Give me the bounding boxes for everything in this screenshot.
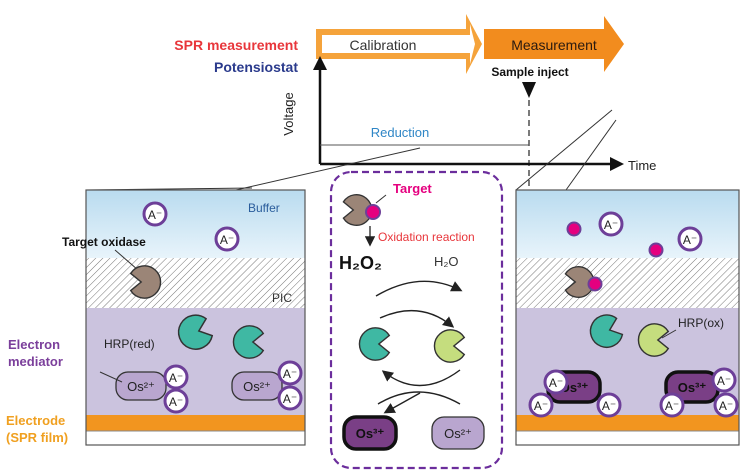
anion-r3: A⁻ bbox=[543, 369, 569, 395]
left-os2-2-label: Os²⁺ bbox=[243, 379, 271, 394]
measurement-label: Measurement bbox=[511, 37, 597, 53]
left-pic-label: PIC bbox=[272, 291, 292, 305]
left-anions: A⁻ A⁻ A⁻ A⁻ A⁻ A⁻ bbox=[142, 201, 303, 414]
anion-label: A⁻ bbox=[719, 399, 733, 413]
left-buffer-layer bbox=[86, 190, 305, 258]
electron-mediator-label-line1: Electron bbox=[8, 337, 60, 352]
right-anions: A⁻ A⁻ A⁻ A⁻ A⁻ A⁻ A⁻ A⁻ bbox=[528, 211, 739, 418]
anion-label: A⁻ bbox=[604, 218, 618, 232]
left-substrate-layer bbox=[85, 430, 306, 446]
anion-label: A⁻ bbox=[534, 399, 548, 413]
anion-label: A⁻ bbox=[283, 392, 297, 406]
anion-label: A⁻ bbox=[665, 399, 679, 413]
h2o-label: H₂O bbox=[434, 254, 459, 269]
left-os2-2: Os²⁺ bbox=[231, 371, 283, 401]
anion-r7: A⁻ bbox=[711, 367, 737, 393]
measurement-arrow: Measurement bbox=[484, 16, 624, 72]
electrode-label-line1: Electrode bbox=[6, 413, 65, 428]
anion-r8: A⁻ bbox=[713, 392, 739, 418]
center-panel: Target Oxidation reaction H₂O₂ H₂O Os³⁺ … bbox=[329, 170, 504, 470]
anion-r6: A⁻ bbox=[659, 392, 685, 418]
center-target-molecule bbox=[365, 204, 381, 220]
time-axis-arrowhead bbox=[610, 157, 624, 171]
anion-l2: A⁻ bbox=[214, 226, 240, 252]
timeline: SPR measurement Potensiostat Calibration… bbox=[174, 14, 656, 190]
anion-label: A⁻ bbox=[717, 374, 731, 388]
hrp-red-to-ox-arrow bbox=[379, 309, 455, 328]
anion-r5: A⁻ bbox=[596, 392, 622, 418]
h2o2-label: H₂O₂ bbox=[339, 253, 382, 273]
bound-target-molecule bbox=[587, 276, 603, 292]
center-os2-label: Os²⁺ bbox=[444, 426, 472, 441]
right-os3-2-label: Os³⁺ bbox=[678, 380, 707, 395]
reduction-label: Reduction bbox=[371, 125, 430, 140]
center-os3: Os³⁺ bbox=[342, 415, 398, 451]
right-pic-layer bbox=[516, 258, 739, 308]
anion-label: A⁻ bbox=[283, 367, 297, 381]
electrode-label-line2: (SPR film) bbox=[6, 430, 68, 445]
left-electrode-layer bbox=[86, 415, 305, 431]
anion-r4: A⁻ bbox=[528, 392, 554, 418]
spr-measurement-label: SPR measurement bbox=[174, 37, 298, 53]
target-molecule-2 bbox=[648, 242, 664, 258]
left-buffer-label: Buffer bbox=[248, 201, 280, 215]
anion-r1: A⁻ bbox=[598, 211, 624, 237]
center-os3-label: Os³⁺ bbox=[356, 426, 385, 441]
anion-label: A⁻ bbox=[169, 395, 183, 409]
anion-label: A⁻ bbox=[549, 376, 563, 390]
os2-to-os3-arrow bbox=[383, 392, 421, 414]
anion-l5: A⁻ bbox=[277, 360, 303, 386]
left-panel: Buffer PIC Target oxidase HRP(red) Os²⁺ … bbox=[62, 189, 306, 446]
potensiostat-label: Potensiostat bbox=[214, 59, 298, 75]
left-os2-1-label: Os²⁺ bbox=[127, 379, 155, 394]
anion-l3: A⁻ bbox=[163, 364, 189, 390]
center-hrp-ox-enzyme bbox=[433, 329, 466, 363]
center-os2: Os²⁺ bbox=[431, 416, 485, 450]
anion-label: A⁻ bbox=[169, 371, 183, 385]
left-pic-layer bbox=[86, 258, 305, 308]
time-axis-label: Time bbox=[628, 158, 656, 173]
zoom-lines bbox=[85, 109, 617, 191]
center-target-label: Target bbox=[393, 181, 432, 196]
calibration-arrow: Calibration bbox=[316, 14, 482, 74]
hrp-red-label: HRP(red) bbox=[104, 337, 155, 351]
center-dashed-frame bbox=[329, 170, 504, 470]
target-molecule-1 bbox=[566, 221, 582, 237]
sample-inject-marker bbox=[522, 82, 536, 98]
left-os2-1: Os²⁺ bbox=[115, 371, 167, 401]
calibration-label: Calibration bbox=[350, 37, 417, 53]
center-hrp-red-enzyme bbox=[358, 327, 391, 361]
anion-l6: A⁻ bbox=[277, 385, 303, 411]
target-oxidase-label: Target oxidase bbox=[62, 235, 146, 249]
anion-label: A⁻ bbox=[602, 399, 616, 413]
anion-l1: A⁻ bbox=[142, 201, 168, 227]
oxidation-reaction-label: Oxidation reaction bbox=[378, 230, 475, 244]
h2o2-to-h2o-arrow bbox=[375, 280, 463, 297]
electron-mediator-label-line2: mediator bbox=[8, 354, 63, 369]
hrp-ox-to-red-arrow bbox=[381, 369, 461, 387]
anion-l4: A⁻ bbox=[163, 388, 189, 414]
voltage-axis-arrowhead bbox=[313, 56, 327, 70]
right-buffer-layer bbox=[516, 190, 739, 258]
anion-label: A⁻ bbox=[683, 233, 697, 247]
anion-r2: A⁻ bbox=[677, 226, 703, 252]
voltage-axis-label: Voltage bbox=[281, 92, 296, 135]
hrp-ox-label: HRP(ox) bbox=[678, 316, 724, 330]
right-electrode-layer bbox=[516, 415, 739, 431]
right-substrate-layer bbox=[515, 430, 740, 446]
sample-inject-label: Sample inject bbox=[491, 65, 568, 79]
os-cycle-arc bbox=[377, 391, 461, 405]
anion-label: A⁻ bbox=[148, 208, 162, 222]
anion-label: A⁻ bbox=[220, 233, 234, 247]
